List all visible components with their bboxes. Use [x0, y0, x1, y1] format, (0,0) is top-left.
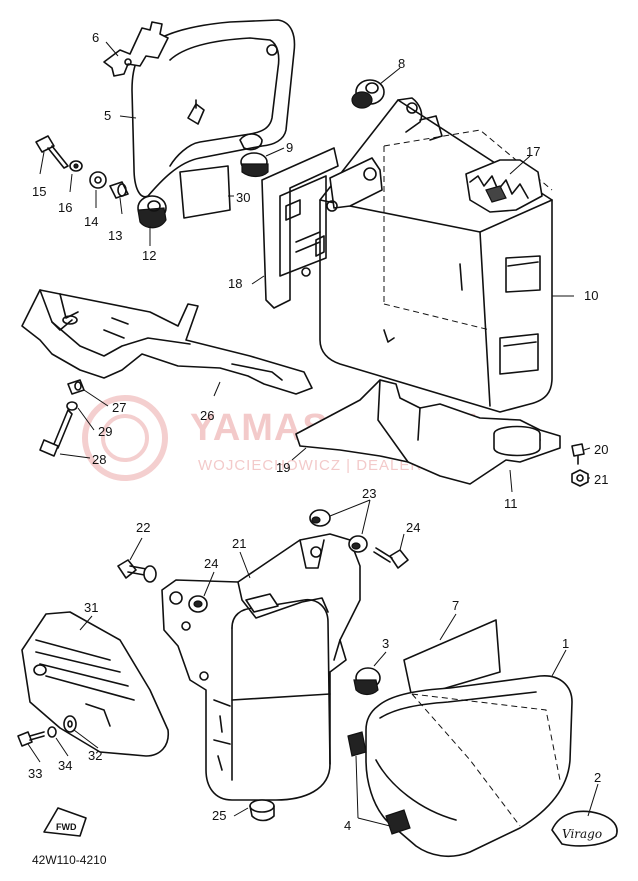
part-17-foam: [465, 159, 543, 213]
part-15-bolt: [35, 135, 69, 169]
part-34-bolt: [17, 731, 45, 747]
callout-29: 28: [92, 452, 106, 467]
callout-1: 1: [562, 636, 569, 651]
part-13-collar: [109, 181, 129, 199]
callout-24-mid: 24: [204, 556, 218, 571]
callout-30: 29: [98, 424, 112, 439]
callout-9: 9: [286, 140, 293, 155]
part-27-bracket: [21, 289, 313, 395]
part-2-emblem: Virago: [551, 810, 618, 847]
callout-14: 14: [84, 214, 98, 229]
part-18-plate: [261, 147, 339, 309]
callout-4: 4: [344, 818, 351, 833]
part-11-grommet: [493, 425, 541, 457]
watermark-logo: [82, 395, 168, 481]
callout-22: 21: [232, 536, 246, 551]
callout-2: 2: [594, 770, 601, 785]
part-4-grommet-a: [347, 731, 367, 757]
callout-20: 20: [594, 442, 608, 457]
callout-25: 24: [406, 520, 420, 535]
callout-6: 6: [92, 30, 99, 45]
callout-32: 31: [84, 600, 98, 615]
callout-8: 8: [398, 56, 405, 71]
part-1-side-cover: [365, 675, 573, 858]
part-25-bolt: [373, 547, 409, 569]
part-24-grommet-a: [309, 509, 331, 527]
part-14-washer: [89, 171, 107, 189]
part-12-grommet: [137, 195, 167, 229]
callout-21: 21: [594, 472, 608, 487]
part-20-bolt: [571, 443, 585, 465]
part-26-grommet: [249, 799, 275, 822]
fwd-arrow: FWD: [43, 807, 87, 837]
part-16-washer: [69, 160, 83, 172]
part-6-bracket: [103, 21, 169, 77]
part-24-grommet-b: [348, 535, 368, 553]
callout-labels: 6 5 8 9 30 12 13 14 16 15 17 18 10 19 11…: [28, 30, 608, 833]
part-22-housing: [161, 533, 361, 801]
drawing-code: 42W110-4210: [32, 853, 107, 867]
callout-23: 22: [136, 520, 150, 535]
part-30-washer: [66, 401, 78, 411]
part-29-bolt: [39, 409, 73, 457]
callout-16: 16: [58, 200, 72, 215]
watermark-logo-inner: [101, 414, 149, 462]
part-8-grommet: [351, 79, 385, 109]
callout-27: 26: [200, 408, 214, 423]
part-5-side-cover: [131, 19, 296, 198]
callout-13: 13: [108, 228, 122, 243]
callout-10: 10: [584, 288, 598, 303]
callout-31: 30: [236, 190, 250, 205]
part-24-grommet-c: [188, 595, 208, 613]
part-32-left-cover: [21, 611, 170, 757]
callout-18: 18: [228, 276, 242, 291]
part-3-grommet: [353, 667, 381, 696]
callout-11: 11: [504, 496, 518, 511]
callout-7: 7: [452, 598, 459, 613]
callout-28: 27: [112, 400, 126, 415]
callout-17: 17: [526, 144, 540, 159]
callout-24-top: 23: [362, 486, 376, 501]
part-33-collar: [63, 715, 77, 733]
part-23-bolt: [117, 559, 157, 583]
callout-19: 19: [276, 460, 290, 475]
callout-5: 5: [104, 108, 111, 123]
callout-15: 15: [32, 184, 46, 199]
part-28-collar: [67, 379, 85, 395]
part-10-box: [319, 97, 553, 413]
part-35-washer: [47, 726, 57, 738]
part-21-nut: [571, 469, 589, 487]
part-4-grommet-b: [385, 809, 411, 835]
callout-26: 25: [212, 808, 226, 823]
part-31-pad: [179, 165, 231, 219]
callout-33: 32: [88, 748, 102, 763]
leader-lines: [27, 41, 599, 827]
callout-34: 33: [28, 766, 42, 781]
callout-3: 3: [382, 636, 389, 651]
callout-35: 34: [58, 758, 72, 773]
callout-12: 12: [142, 248, 156, 263]
emblem-text: Virago: [562, 827, 602, 841]
part-9-grommet: [240, 152, 269, 178]
part-7-panel: [403, 619, 501, 699]
fwd-label: FWD: [56, 822, 77, 832]
